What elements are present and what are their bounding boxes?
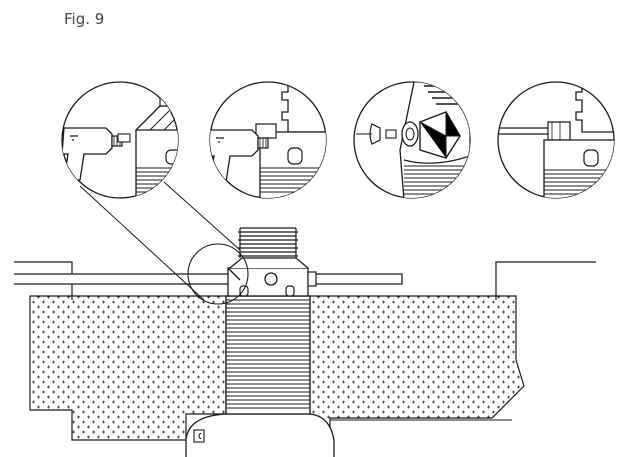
leader-lines <box>79 181 241 301</box>
tank-neck <box>227 257 317 297</box>
ground-surface <box>14 261 596 300</box>
figure-label: Fig. 9 <box>64 10 105 28</box>
detail-2 <box>209 81 327 199</box>
magnify-circle <box>187 243 249 305</box>
detail-4 <box>497 81 615 199</box>
riser-shaft <box>225 295 311 415</box>
tank-dome <box>185 413 335 457</box>
detail-3 <box>353 81 471 199</box>
inlet-pipe <box>14 273 403 285</box>
backfill-soil <box>29 295 525 441</box>
riser-top <box>238 227 298 258</box>
